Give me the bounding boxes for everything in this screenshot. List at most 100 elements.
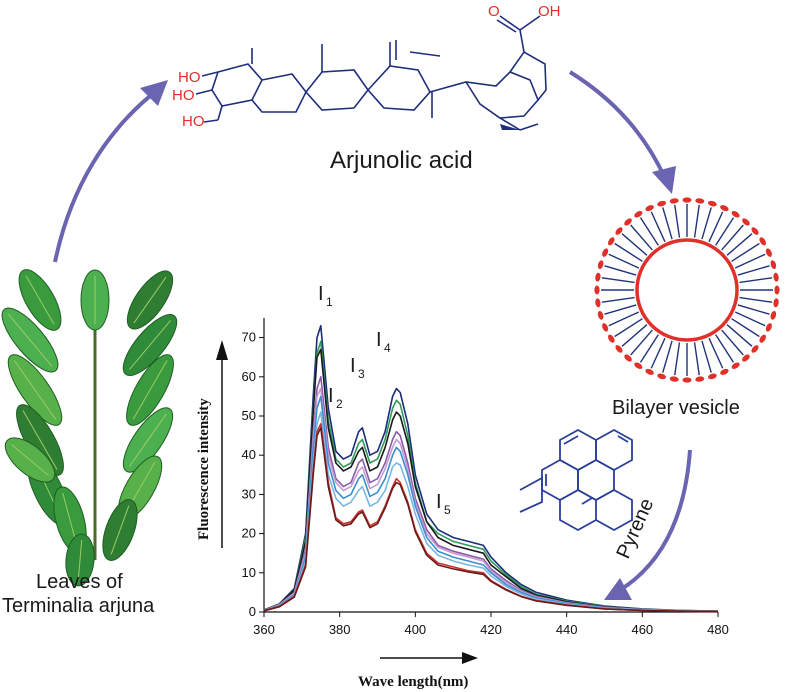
peak-i3-letter: I xyxy=(350,355,356,377)
lipid-head-outer xyxy=(607,333,616,343)
peak-i3-subscript: 3 xyxy=(358,367,365,381)
lipid-tail xyxy=(602,298,635,303)
peak-label-i1: I 1 xyxy=(318,283,333,309)
cycle-arrow-molecule-to-vesicle xyxy=(570,72,665,178)
bilayer-vesicle xyxy=(594,197,779,382)
molecule-name: Arjunolic acid xyxy=(330,147,473,174)
lipid-head-outer xyxy=(683,377,692,382)
lipid-head-outer xyxy=(719,368,729,376)
lipid-head-outer xyxy=(597,260,605,270)
lipid-head-outer xyxy=(770,260,778,270)
carboxyl-oxygen-label: O xyxy=(488,3,500,20)
x-tick-label: 480 xyxy=(707,622,729,637)
y-tick-label: 50 xyxy=(242,408,256,423)
lipid-tail xyxy=(602,278,635,283)
lipid-tail xyxy=(738,305,770,314)
lipid-tail xyxy=(727,234,752,256)
y-tick-label: 60 xyxy=(242,369,256,384)
lipid-tail xyxy=(663,341,672,373)
lipid-head-outer xyxy=(774,286,779,295)
lipid-tail xyxy=(675,205,680,238)
lipid-head-outer xyxy=(601,247,609,257)
cycle-arrow-leaves-to-molecule xyxy=(55,88,160,262)
peak-i1-subscript: 1 xyxy=(326,295,333,309)
lipid-tail xyxy=(604,305,636,314)
pyrene-label: Pyrene xyxy=(612,495,658,562)
x-tick-label: 380 xyxy=(329,622,351,637)
cycle-arrow-molecule-to-vesicle-head xyxy=(652,166,676,194)
lipid-tail xyxy=(663,207,672,239)
ylabel-arrow-head xyxy=(216,340,228,360)
lipid-tail xyxy=(727,325,752,347)
lipid-tail xyxy=(622,234,647,256)
lipid-head-outer xyxy=(765,247,773,257)
peak-i5-letter: I xyxy=(436,491,442,513)
lipid-tail xyxy=(722,225,744,250)
lipid-tail xyxy=(739,278,772,283)
lipid-head-outer xyxy=(719,204,729,212)
x-tick-label: 400 xyxy=(404,622,426,637)
lipid-tail xyxy=(739,298,772,303)
chart-series-group xyxy=(264,326,718,612)
peak-i4-subscript: 4 xyxy=(384,341,391,355)
leaves-illustration xyxy=(0,264,185,588)
lipid-tail xyxy=(622,325,647,347)
lipid-tail xyxy=(695,205,700,238)
hydroxyl-label-1: HO xyxy=(178,69,201,86)
lipid-head-outer xyxy=(644,204,654,212)
lipid-head-outer xyxy=(594,286,599,295)
lipid-tail xyxy=(695,342,700,375)
lipid-head-outer xyxy=(765,322,773,332)
leaves-label-line2: Terminalia arjuna xyxy=(2,595,155,617)
peak-i1-letter: I xyxy=(318,283,324,305)
peak-label-i3: I 3 xyxy=(350,355,365,381)
y-tick-label: 70 xyxy=(242,330,256,345)
lipid-tail xyxy=(702,207,711,239)
lipid-tail xyxy=(604,266,636,275)
lipid-head-outer xyxy=(773,272,779,282)
x-tick-label: 440 xyxy=(556,622,578,637)
lipid-head-outer xyxy=(595,298,601,308)
fluorescence-spectrum-chart: 360380400420440460480010203040506070 xyxy=(242,318,729,637)
x-tick-label: 420 xyxy=(480,622,502,637)
lipid-head-outer xyxy=(730,210,740,219)
y-tick-label: 30 xyxy=(242,486,256,501)
peak-label-i2: I 2 xyxy=(328,385,343,411)
y-tick-label: 10 xyxy=(242,565,256,580)
peak-label-i4: I 4 xyxy=(376,329,391,355)
hydroxyl-label-3: HO xyxy=(182,113,205,130)
lipid-head-outer xyxy=(669,198,679,204)
lipid-head-outer xyxy=(773,298,779,308)
lipid-head-outer xyxy=(595,272,601,282)
lipid-head-outer xyxy=(633,361,643,370)
lipid-tail xyxy=(738,266,770,275)
lipid-tail xyxy=(675,342,680,375)
cycle-arrow-vesicle-to-chart-head xyxy=(604,578,632,600)
lipid-head-outer xyxy=(758,333,767,343)
lipid-head-outer xyxy=(683,197,692,202)
lipid-head-outer xyxy=(644,368,654,376)
lipid-head-outer xyxy=(730,361,740,370)
peak-i5-subscript: 5 xyxy=(444,503,451,517)
lipid-tail xyxy=(702,341,711,373)
peak-i2-subscript: 2 xyxy=(336,397,343,411)
lipid-head-outer xyxy=(597,310,605,320)
hydroxyl-label-2: HO xyxy=(172,87,195,104)
arjunolic-acid-structure xyxy=(196,16,546,130)
lipid-head-outer xyxy=(633,210,643,219)
peak-label-i5: I 5 xyxy=(436,491,451,517)
lipid-tail xyxy=(631,330,653,355)
lipid-head-outer xyxy=(758,236,767,246)
carboxyl-hydroxyl-label: OH xyxy=(538,3,561,20)
y-tick-label: 0 xyxy=(249,604,256,619)
xlabel-arrow-head xyxy=(462,652,478,664)
lipid-head-outer xyxy=(657,373,667,381)
lipid-head-outer xyxy=(770,310,778,320)
vesicle-label: Bilayer vesicle xyxy=(612,397,740,419)
lipid-head-outer xyxy=(657,200,667,208)
lipid-head-outer xyxy=(695,198,705,204)
lipid-tail xyxy=(722,330,744,355)
y-tick-label: 40 xyxy=(242,447,256,462)
